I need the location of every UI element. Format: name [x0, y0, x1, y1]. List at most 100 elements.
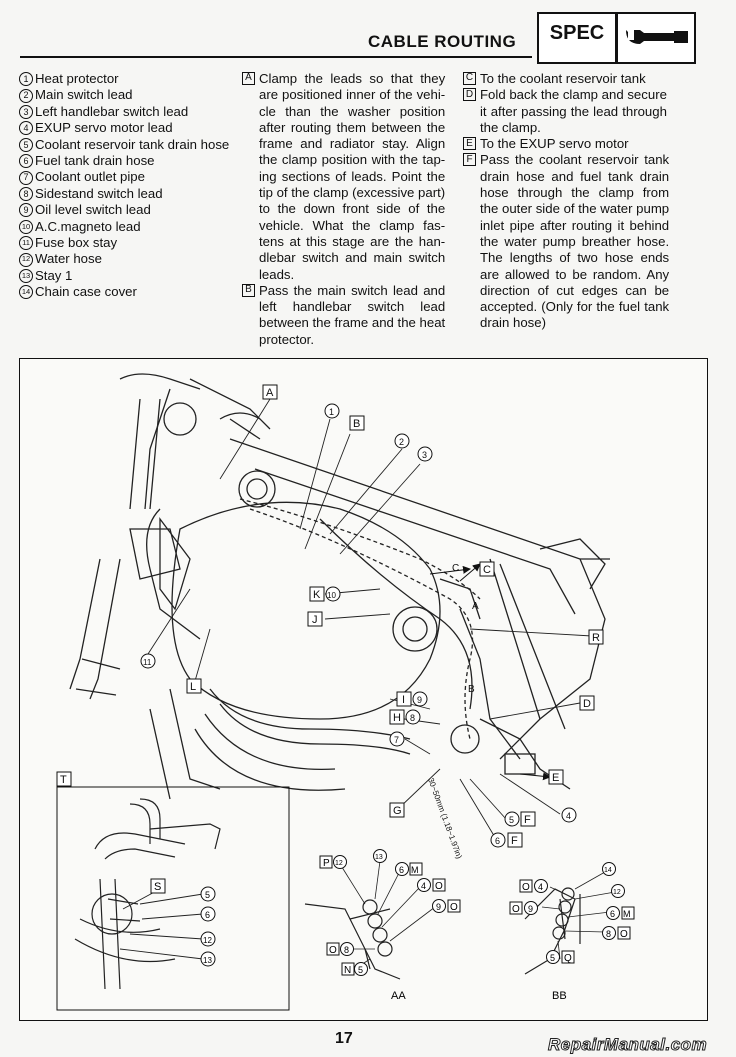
- note-line: inlet pipe after routing it behind: [480, 217, 670, 233]
- callout-i: I: [402, 694, 405, 706]
- note-line: accepted. (Only for the fuel tank: [480, 299, 670, 315]
- legend-label: Coolant reservoir tank drain hose: [35, 136, 230, 152]
- note-line: dlebar switch and main switch: [259, 250, 446, 266]
- note-key: D: [463, 88, 476, 102]
- note-key: C: [463, 72, 476, 85]
- note-line: tip of the clamp (excessive part): [259, 185, 446, 201]
- aa-o2: O: [450, 902, 458, 913]
- aa-6: 6: [399, 865, 404, 875]
- note-key: F: [463, 153, 476, 167]
- view-aa: P 12 13 6 M 4 O 9 O O 8 N 5 AA: [304, 849, 461, 1002]
- inset-callout-12: 12: [203, 936, 212, 945]
- note-key: A: [242, 72, 255, 85]
- inset-callout-6: 6: [205, 910, 210, 920]
- callout-7: 7: [394, 735, 399, 745]
- note-line: protector.: [259, 331, 314, 347]
- aa-5: 5: [358, 965, 363, 975]
- legend-label: Fuse box stay: [35, 235, 118, 251]
- legend-number: 5: [19, 137, 33, 152]
- note-line: vehicle. What the clamp fas-: [259, 217, 446, 233]
- note-line: are positioned inner of the vehi-: [259, 87, 446, 103]
- note-line: after routing them between the: [259, 119, 446, 135]
- note-line: direction of cut edges can be: [480, 282, 670, 298]
- callout-b: B: [353, 418, 360, 430]
- cable-routing-diagram: A B C D E G J L R T K 10 I 9 H 8 5 F 6 F…: [19, 358, 708, 1021]
- legend-label: Stay 1: [35, 267, 73, 283]
- aa-o3: O: [329, 945, 337, 956]
- note-line: cle than the washer position: [259, 103, 446, 119]
- callout-r: R: [592, 632, 600, 644]
- note-key: B: [242, 283, 255, 297]
- callout-t: T: [60, 774, 67, 786]
- legend-label: Chain case cover: [35, 284, 137, 300]
- bb-6: 6: [610, 909, 615, 919]
- callout-6f-num: 6: [495, 836, 500, 846]
- bb-4: 4: [538, 882, 543, 892]
- note-line: leads.: [259, 266, 295, 282]
- legend-number: 4: [19, 121, 33, 136]
- legend-label: A.C.magneto lead: [35, 218, 141, 234]
- note-line: frame and radiator stay. Align: [259, 136, 446, 152]
- note-line: the clamp.: [480, 119, 541, 135]
- aa-o1: O: [435, 881, 443, 892]
- callout-leaders: [147, 398, 593, 840]
- note-line: left handlebar switch lead: [259, 299, 446, 315]
- legend-label: Main switch lead: [35, 87, 133, 103]
- note-line: Fold back the clamp and secure: [480, 87, 667, 103]
- inset-callout-13: 13: [203, 956, 212, 965]
- motorcycle-frame-drawing: [69, 373, 610, 800]
- bb-9: 9: [528, 904, 533, 914]
- legend-label: EXUP servo motor lead: [35, 120, 173, 136]
- callout-l: L: [190, 681, 196, 693]
- note-line: The lengths of two hose ends: [480, 250, 670, 266]
- note-line: Clamp the leads so that they: [259, 71, 446, 86]
- view-aa-label: AA: [391, 990, 406, 1002]
- note-line: between the frame and the heat: [259, 315, 446, 331]
- callout-e: E: [552, 772, 559, 784]
- aa-4: 4: [421, 881, 426, 891]
- callout-6f-letter: F: [511, 835, 518, 847]
- callout-3: 3: [422, 450, 427, 460]
- spec-label: SPEC: [549, 22, 605, 44]
- aa-13: 13: [375, 854, 383, 861]
- callout-labels: A B C D E G J L R T K 10 I 9 H 8 5 F 6 F: [56, 384, 604, 848]
- legend-number: 6: [19, 154, 33, 169]
- page-title: CABLE ROUTING: [368, 32, 517, 51]
- arrow-letter-a: A: [472, 601, 479, 612]
- note-line: the clamp position with the tap-: [259, 152, 446, 168]
- note-line: ing sections of leads. Point the: [259, 168, 446, 184]
- spec-icon-box: [616, 12, 696, 64]
- bb-o1: O: [522, 882, 530, 893]
- inset-callout-5: 5: [205, 890, 210, 900]
- note-line: Pass the coolant reservoir tank: [480, 152, 670, 168]
- callout-10: 10: [327, 591, 336, 600]
- note-line: the water pump breather hose.: [480, 233, 670, 249]
- wrench-icon: [626, 30, 688, 44]
- arrow-letters: C A B: [452, 563, 479, 695]
- bb-o2: O: [512, 904, 520, 915]
- diagram-svg: A B C D E G J L R T K 10 I 9 H 8 5 F 6 F…: [56, 373, 635, 1011]
- legend-number: 12: [19, 252, 33, 267]
- note-line: hose through the clamp from: [480, 185, 670, 201]
- spec-badge: SPEC: [537, 12, 617, 64]
- note-line: To the EXUP servo motor: [480, 136, 629, 152]
- note-line: it after passing the lead through: [480, 103, 667, 119]
- callout-4: 4: [566, 811, 571, 821]
- view-bb-label: BB: [552, 990, 567, 1002]
- legend-number: 2: [19, 88, 33, 103]
